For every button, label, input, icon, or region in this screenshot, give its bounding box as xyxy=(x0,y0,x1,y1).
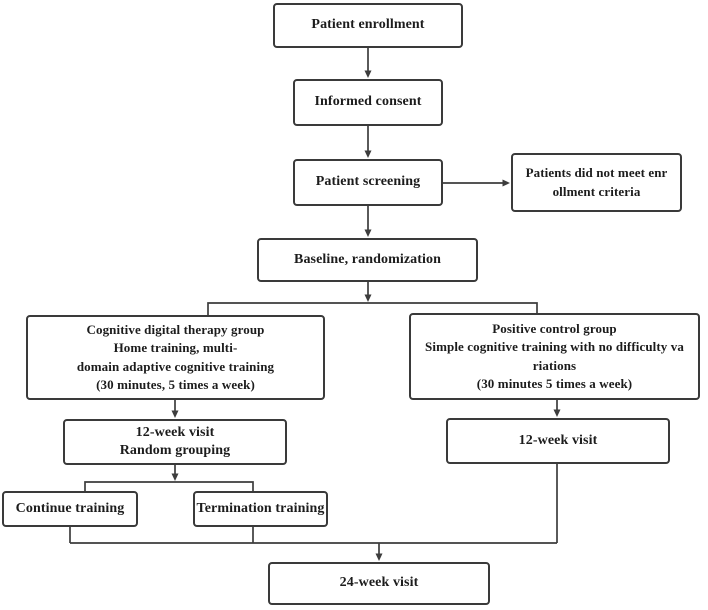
node-12-week-visit-random-grouping: 12-week visit Random grouping xyxy=(63,419,287,465)
node-12-week-visit: 12-week visit xyxy=(446,418,670,464)
node-continue-training: Continue training xyxy=(2,491,138,527)
node-24-week-visit: 24-week visit xyxy=(268,562,490,605)
node-cognitive-digital-therapy-group: Cognitive digital therapy group Home tra… xyxy=(26,315,325,400)
node-termination-training: Termination training xyxy=(193,491,328,527)
node-positive-control-group: Positive control group Simple cognitive … xyxy=(409,313,700,400)
node-informed-consent: Informed consent xyxy=(293,79,443,126)
node-patient-enrollment: Patient enrollment xyxy=(273,3,463,48)
node-baseline-randomization: Baseline, randomization xyxy=(257,238,478,282)
node-exclusion-criteria: Patients did not meet enr ollment criter… xyxy=(511,153,682,212)
node-patient-screening: Patient screening xyxy=(293,159,443,206)
